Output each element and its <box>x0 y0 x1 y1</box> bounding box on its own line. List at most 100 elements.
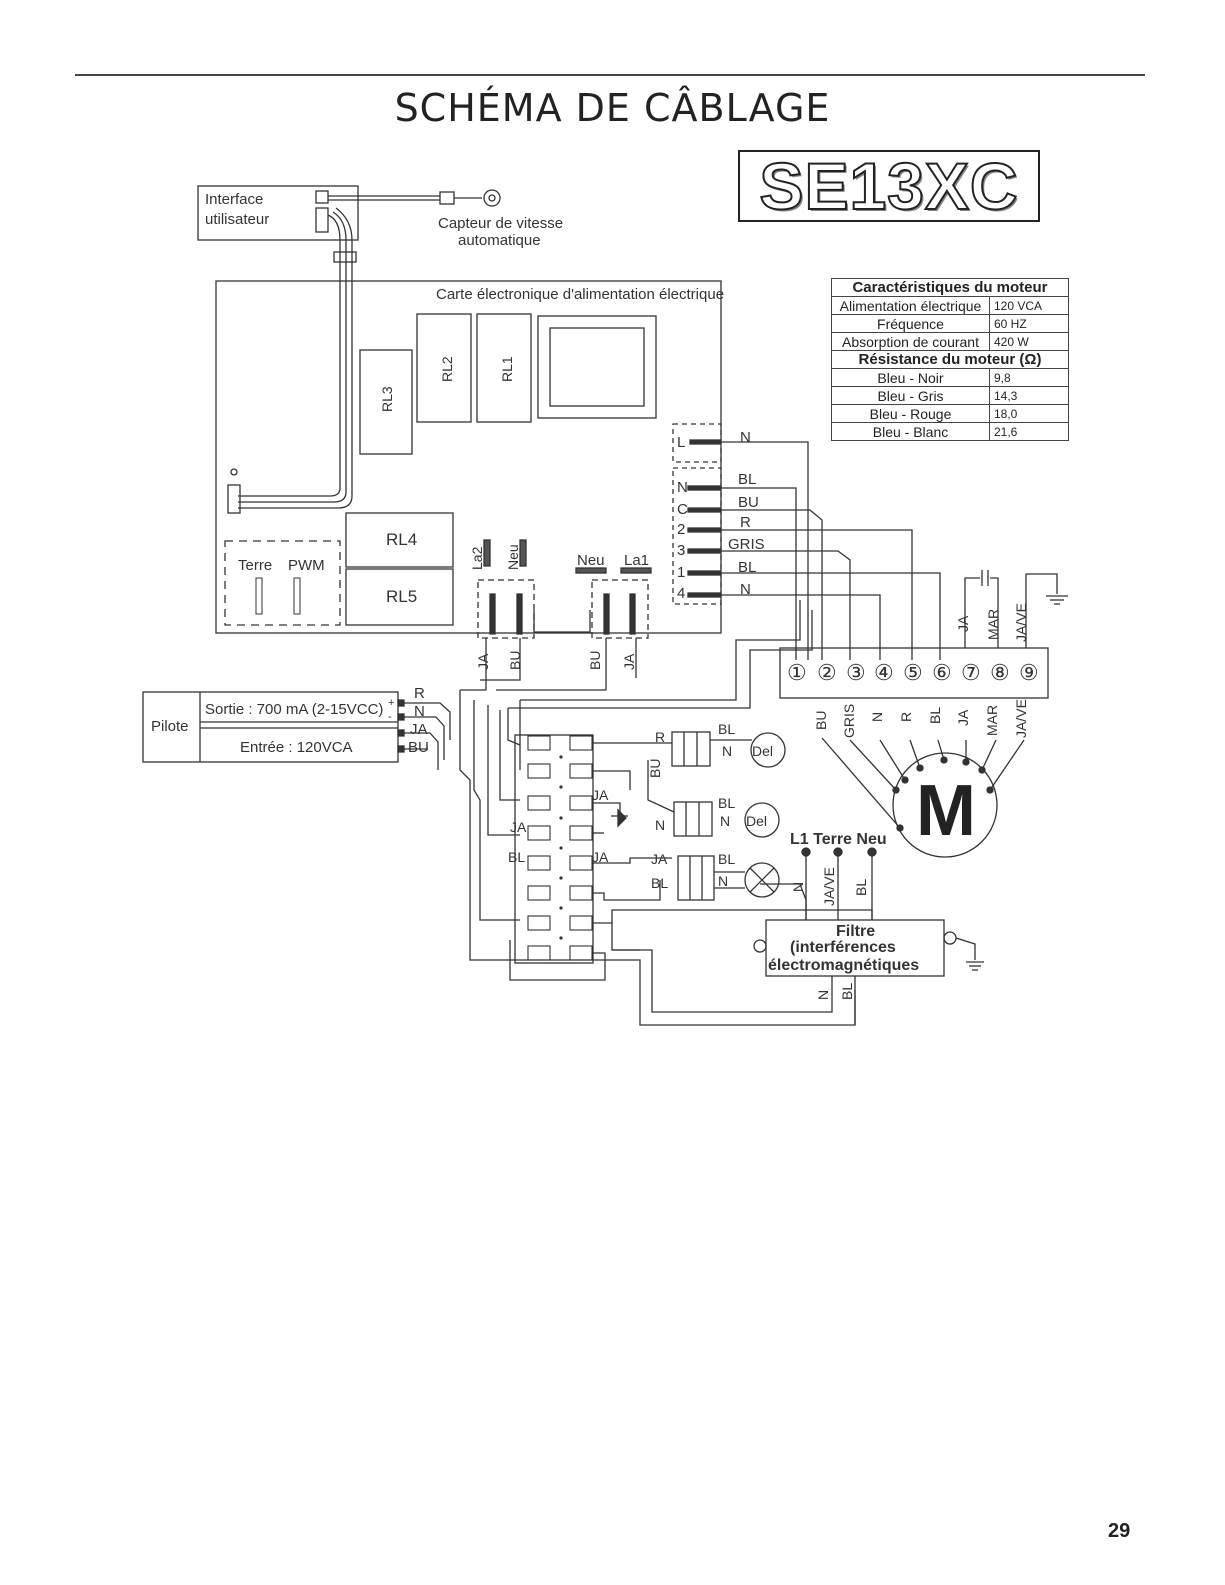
resistance-value: 18,0 <box>989 404 1069 423</box>
board-to-terminal-wires <box>508 441 941 709</box>
capacitor-and-ground: JA MAR JA/VE <box>955 570 1068 648</box>
svg-text:BU: BU <box>647 759 663 778</box>
svg-text:N: N <box>815 990 831 1000</box>
speed-sensor-label-line1: Capteur de vitesse <box>438 215 563 232</box>
svg-text:N: N <box>722 743 732 759</box>
svg-text:BL: BL <box>927 707 943 724</box>
svg-text:⑦: ⑦ <box>961 660 981 685</box>
page-number: 29 <box>1108 1520 1131 1542</box>
motor-specs-table: Caractéristiques du moteur Alimentation … <box>831 278 1069 441</box>
svg-text:GRIS: GRIS <box>728 536 765 553</box>
led-1: Del R BL N <box>655 721 786 768</box>
svg-text:BU: BU <box>738 494 759 511</box>
svg-text:BU: BU <box>408 739 429 756</box>
svg-text:④: ④ <box>874 660 894 685</box>
svg-text:JA: JA <box>621 653 637 670</box>
svg-text:N: N <box>869 712 885 722</box>
svg-text:⑨: ⑨ <box>1019 660 1039 685</box>
svg-text:RL5: RL5 <box>386 587 417 606</box>
screw-terminal-strip: JA JA BL JA <box>508 734 672 981</box>
svg-text:③: ③ <box>846 660 866 685</box>
power-board-label: Carte électronique d'alimentation électr… <box>436 286 724 303</box>
motor: M <box>821 737 1025 858</box>
svg-text:BL: BL <box>718 851 735 867</box>
model-number: SE13XC <box>758 148 1019 224</box>
svg-text:R: R <box>414 685 425 702</box>
resistance-label: Bleu - Rouge <box>831 404 990 423</box>
top-rule <box>75 74 1145 76</box>
spec-label: Absorption de courant <box>831 332 990 351</box>
svg-text:JA: JA <box>955 709 971 726</box>
svg-text:JA: JA <box>475 653 491 670</box>
svg-text:3: 3 <box>677 542 685 559</box>
pilot-label: Pilote <box>151 718 189 735</box>
svg-text:BU: BU <box>587 651 603 670</box>
svg-text:électromagnétiques: électromagnétiques <box>768 957 919 974</box>
mains-input-label: L1 Terre Neu <box>790 831 887 848</box>
mains-input: L1 Terre Neu N JA/VE BL <box>790 831 887 920</box>
svg-text:MAR: MAR <box>985 609 1001 640</box>
emi-filter: Filtre (interférences électromagnétiques… <box>611 883 984 1025</box>
pilot-wiring-bundle <box>459 690 856 1026</box>
svg-text:Filtre: Filtre <box>836 923 875 940</box>
board-pin-header: L N C 2 3 1 4 N BL BU R GRIS BL N <box>672 423 765 605</box>
relay-rl4: RL4 <box>345 512 454 568</box>
resistance-value: 9,8 <box>989 368 1069 387</box>
relay-rl1: RL1 <box>476 313 532 423</box>
svg-text:RL2: RL2 <box>439 356 455 382</box>
svg-text:N: N <box>740 581 751 598</box>
svg-text:JA/VE: JA/VE <box>1013 699 1029 738</box>
resistance-value: 21,6 <box>989 422 1069 441</box>
svg-text:BL: BL <box>853 879 869 896</box>
svg-text:JA: JA <box>510 819 527 835</box>
svg-text:BL: BL <box>651 875 668 891</box>
svg-text:L: L <box>677 434 685 451</box>
svg-text:RL3: RL3 <box>379 386 395 412</box>
svg-text:②: ② <box>817 660 837 685</box>
svg-text:R: R <box>655 729 665 745</box>
svg-text:MAR: MAR <box>984 705 1000 736</box>
svg-text:BU: BU <box>507 651 523 670</box>
relay-rl2: RL2 <box>416 313 472 423</box>
page-title: SCHÉMA DE CÂBLAGE <box>394 86 831 130</box>
svg-text:BL: BL <box>738 559 756 576</box>
svg-text:Del: Del <box>746 813 767 829</box>
transformer <box>537 315 657 419</box>
svg-text:⑥: ⑥ <box>932 660 952 685</box>
svg-text:BL: BL <box>839 983 855 1000</box>
svg-text:Neu: Neu <box>505 544 521 570</box>
svg-text:4: 4 <box>677 585 685 602</box>
svg-text:N: N <box>655 817 665 833</box>
svg-text:RL4: RL4 <box>386 530 417 549</box>
svg-text:R: R <box>740 514 751 531</box>
resistance-value: 14,3 <box>989 386 1069 405</box>
relay-output-connectors: La2 Neu Neu La1 JA BU BU JA <box>460 539 652 691</box>
svg-text:La1: La1 <box>624 552 649 569</box>
svg-text:BU: BU <box>813 711 829 730</box>
svg-text:N: N <box>740 429 751 446</box>
svg-text:RL1: RL1 <box>499 356 515 382</box>
wiring-diagram: Interface utilisateur Capteur de vitesse… <box>142 185 1068 1026</box>
spec-value: 420 W <box>989 332 1069 351</box>
ribbon-cable <box>227 207 357 514</box>
ui-label-line1: Interface <box>205 191 263 208</box>
spec-label: Alimentation électrique <box>831 296 990 315</box>
svg-text:Neu: Neu <box>577 552 605 569</box>
halogen-lamp: JA BL BL N <box>651 851 780 901</box>
spec-value: 120 VCA <box>989 296 1069 315</box>
model-badge: SE13XC <box>738 148 1040 224</box>
relay-rl5: RL5 <box>345 568 454 626</box>
ui-label-line2: utilisateur <box>205 211 269 228</box>
svg-text:N: N <box>720 813 730 829</box>
spec-value: 60 HZ <box>989 314 1069 333</box>
svg-text:N: N <box>677 479 688 496</box>
resistance-label: Bleu - Blanc <box>831 422 990 441</box>
spec-label: Fréquence <box>831 314 990 333</box>
svg-text:GRIS: GRIS <box>841 704 857 738</box>
resistance-header: Résistance du moteur (Ω) <box>831 350 1069 369</box>
svg-text:Del: Del <box>752 743 773 759</box>
svg-text:BL: BL <box>508 849 525 865</box>
pilot-driver: Pilote Sortie : 700 mA (2-15VCC) Entrée … <box>142 685 451 770</box>
motor-specs-header: Caractéristiques du moteur <box>831 278 1069 297</box>
speed-sensor: Capteur de vitesse automatique <box>328 189 563 249</box>
